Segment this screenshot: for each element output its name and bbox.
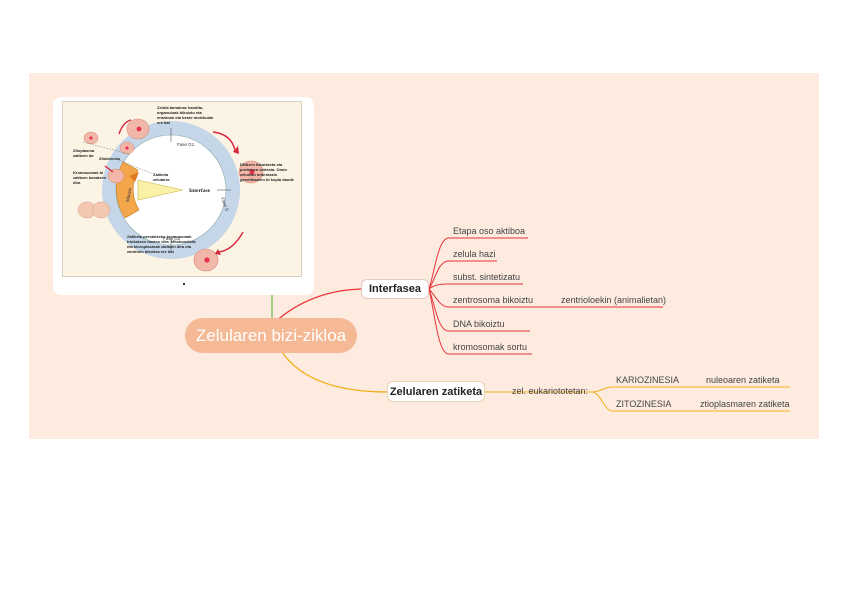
image-dot: [183, 283, 185, 285]
caption-left-a: Zitoplasma zatitzen da: [73, 148, 101, 158]
cell-cycle-image: Fase G1 Fase S Fase G2 Mitosis Interfase: [62, 101, 302, 277]
item-ztioplasmaren-zatiketa[interactable]: ztioplasmaren zatiketa: [700, 399, 790, 410]
item-kariozinesia[interactable]: KARIOZINESIA: [616, 375, 679, 386]
caption-tiny: Zitokinesia: [99, 156, 123, 161]
branch-zelularen-zatiketa[interactable]: Zelularen zatiketa: [387, 381, 485, 402]
caption-center: Zatiketa zelularra: [153, 172, 177, 182]
item-zel-eukariototetan[interactable]: zel. eukariototetan:: [512, 386, 588, 397]
phase-label: Fase G1: [177, 142, 195, 147]
item-nuleoaren-zatiketa[interactable]: nuleoaren zatiketa: [706, 375, 780, 386]
item-zentrosoma-bikoiztu[interactable]: zentrosoma bikoiztu: [453, 295, 533, 306]
item-etapa-oso-aktiboa[interactable]: Etapa oso aktiboa: [453, 226, 525, 237]
caption-left-b: Kromosomak bi zatitzen banatzen dira: [73, 170, 107, 185]
item-kromosomak-sortu[interactable]: kromosomak sortu: [453, 342, 527, 353]
caption-bottom: Zatiketa prestatzeko kromosomak trinkotz…: [127, 234, 197, 254]
item-dna-bikoiztu[interactable]: DNA bikoiztu: [453, 319, 505, 330]
item-subst-sintetizatu[interactable]: subst. sintetizatu: [453, 272, 520, 283]
item-zelula-hazi[interactable]: zelula hazi: [453, 249, 496, 260]
item-zentrioloekin[interactable]: zentrioloekin (animalietan): [561, 295, 666, 306]
caption-top: Zelula tamainaz handitu, organuluak biko…: [157, 105, 217, 125]
central-topic[interactable]: Zelularen bizi-zikloa: [185, 318, 357, 353]
item-zitozinesia[interactable]: ZITOZINESIA: [616, 399, 671, 410]
link-zatiketa: [282, 352, 387, 392]
interfase-label: Interfase: [189, 188, 211, 194]
branch-interfasea[interactable]: Interfasea: [361, 279, 429, 299]
caption-right: DNAren bikoizketa eta proteinen sintesia…: [240, 162, 298, 182]
